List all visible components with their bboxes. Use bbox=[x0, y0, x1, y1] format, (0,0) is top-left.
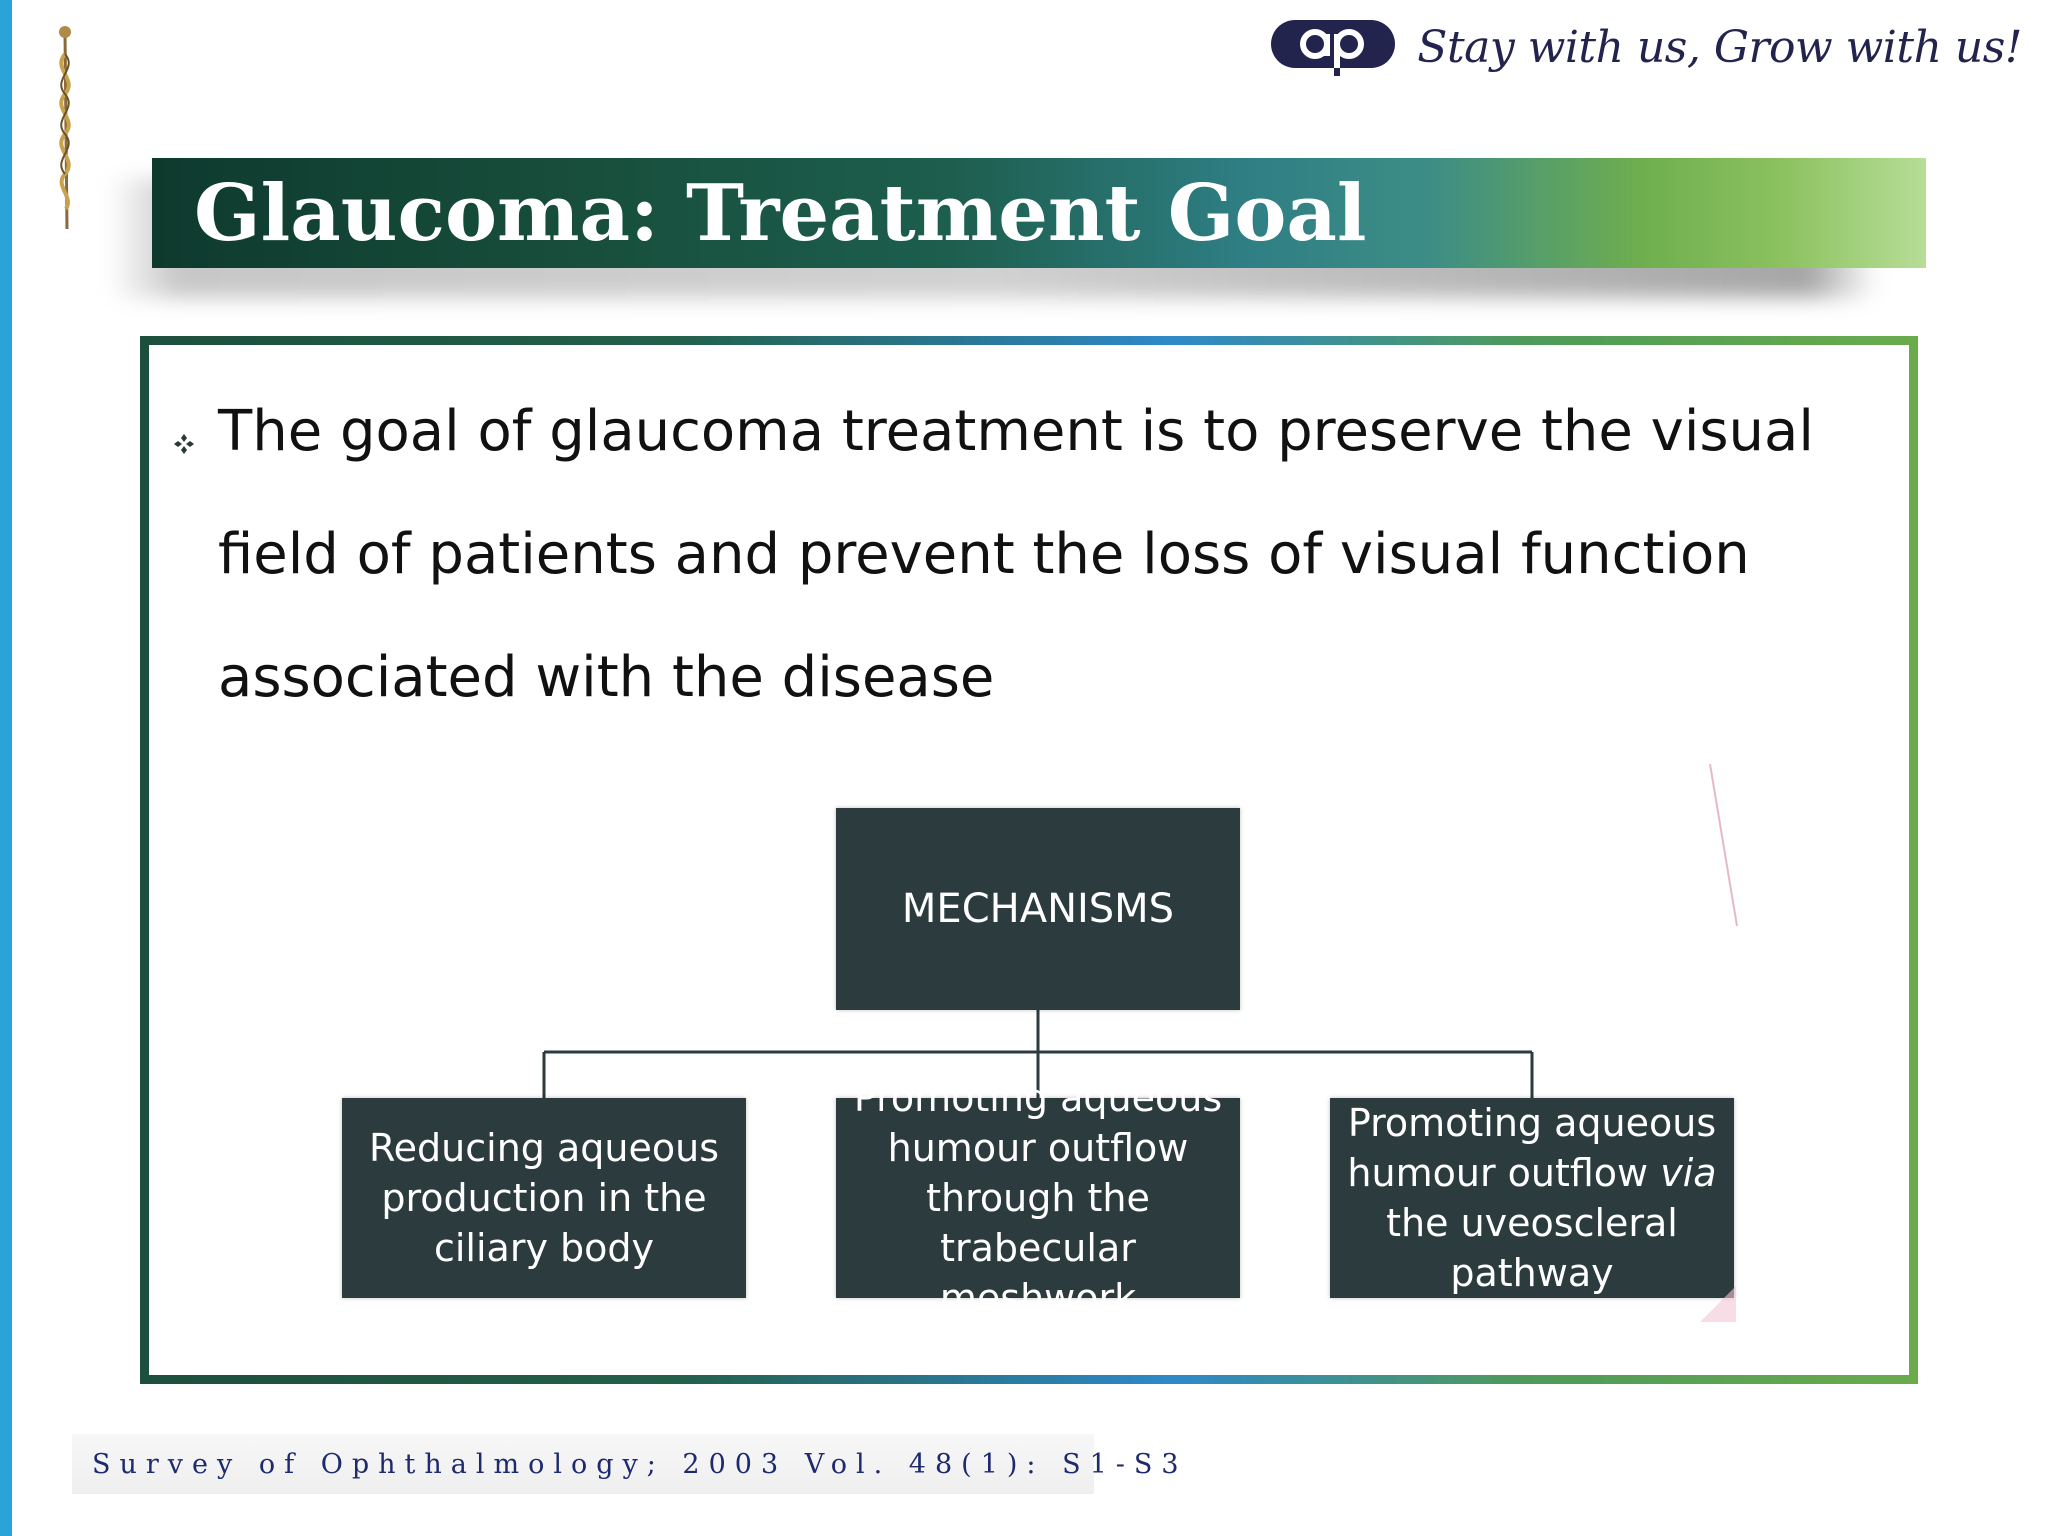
left-edge-accent bbox=[0, 0, 12, 1536]
decorative-line bbox=[1709, 763, 1738, 927]
diamond-bullet-icon bbox=[174, 434, 194, 454]
caduceus-icon bbox=[59, 26, 71, 230]
decorative-corner bbox=[1700, 1286, 1736, 1322]
slide-title: Glaucoma: Treatment Goal bbox=[194, 167, 1367, 259]
citation-background bbox=[72, 1434, 1094, 1494]
bullet-text: The goal of glaucoma treatment is to pre… bbox=[218, 399, 1814, 710]
uveoscleral-text-before: Promoting aqueous humour outflow bbox=[1347, 1101, 1717, 1195]
mechanism-box-uveoscleral-outflow: Promoting aqueous humour outflow via the… bbox=[1330, 1098, 1734, 1298]
brand-tagline: Stay with us, Grow with us! bbox=[1417, 21, 2022, 73]
citation: Survey of Ophthalmology; 2003 Vol. 48(1)… bbox=[92, 1448, 1188, 1480]
uveoscleral-text-italic: via bbox=[1660, 1151, 1717, 1195]
mechanisms-box: MECHANISMS bbox=[836, 808, 1240, 1010]
ap-logo-icon bbox=[1271, 20, 1396, 76]
uveoscleral-text: Promoting aqueous humour outflow via the… bbox=[1336, 1098, 1728, 1298]
uveoscleral-text-after: the uveoscleral pathway bbox=[1386, 1201, 1678, 1295]
brand-header: Stay with us, Grow with us! bbox=[1269, 16, 2022, 78]
title-bar: Glaucoma: Treatment Goal bbox=[152, 158, 1926, 268]
mechanism-box-trabecular-outflow: Promoting aqueous humour outflow through… bbox=[836, 1076, 1240, 1320]
mechanism-box-aqueous-production: Reducing aqueous production in the cilia… bbox=[342, 1098, 746, 1298]
